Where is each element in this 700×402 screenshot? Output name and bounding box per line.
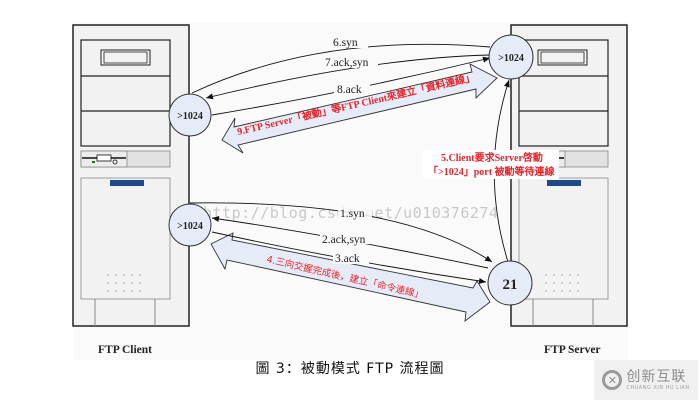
server-command-port-label: 21: [503, 277, 518, 293]
server-label: FTP Server: [544, 344, 601, 356]
client-command-port: >1024: [168, 203, 212, 247]
step-8-label: 8.ack: [337, 84, 362, 96]
logo-name: 创新互联: [626, 368, 687, 385]
brand-logo: ✕ 创新互联 CHUANG XIN HU LIAN: [594, 360, 698, 400]
server-data-port-label: >1024: [498, 53, 524, 64]
logo-mark-icon: ✕: [602, 370, 623, 390]
step-5-label-line2: 「>1024」port 被動等待連線: [428, 165, 555, 178]
cd-drive-icon: [100, 49, 151, 66]
command-connection-arrow: [210, 232, 491, 322]
data-connection-arrow: [221, 63, 498, 154]
floppy-drive-icon: [80, 150, 171, 168]
step-6-line: [191, 43, 491, 94]
cd-drive-icon: [537, 49, 588, 66]
client-tower: [72, 24, 190, 327]
step-3-label: 3.ack: [335, 253, 360, 265]
step-5-label-bg: [423, 150, 559, 179]
client-data-port-label: >1024: [177, 111, 203, 122]
step-5-label-line1: 5.Client要求Server啓動: [441, 151, 543, 164]
step-2-label: 2.ack,syn: [322, 234, 366, 246]
server-command-port: 21: [487, 260, 533, 306]
client-data-port: >1024: [168, 93, 212, 137]
step-7-label: 7.ack,syn: [325, 57, 369, 69]
drive-accent-bar: [547, 180, 581, 186]
drive-accent-bar: [110, 180, 144, 186]
vent-dots: [545, 274, 579, 292]
step-1-label: 1.syn: [340, 208, 365, 220]
figure-caption: 圖 3：被動模式 FTP 流程圖: [255, 361, 445, 377]
step-6-label: 6.syn: [333, 37, 358, 49]
client-command-port-label: >1024: [177, 221, 203, 232]
logo-subtitle: CHUANG XIN HU LIAN: [626, 384, 690, 391]
vent-dots: [107, 274, 141, 292]
client-label: FTP Client: [98, 344, 152, 356]
server-data-port: >1024: [488, 34, 534, 80]
